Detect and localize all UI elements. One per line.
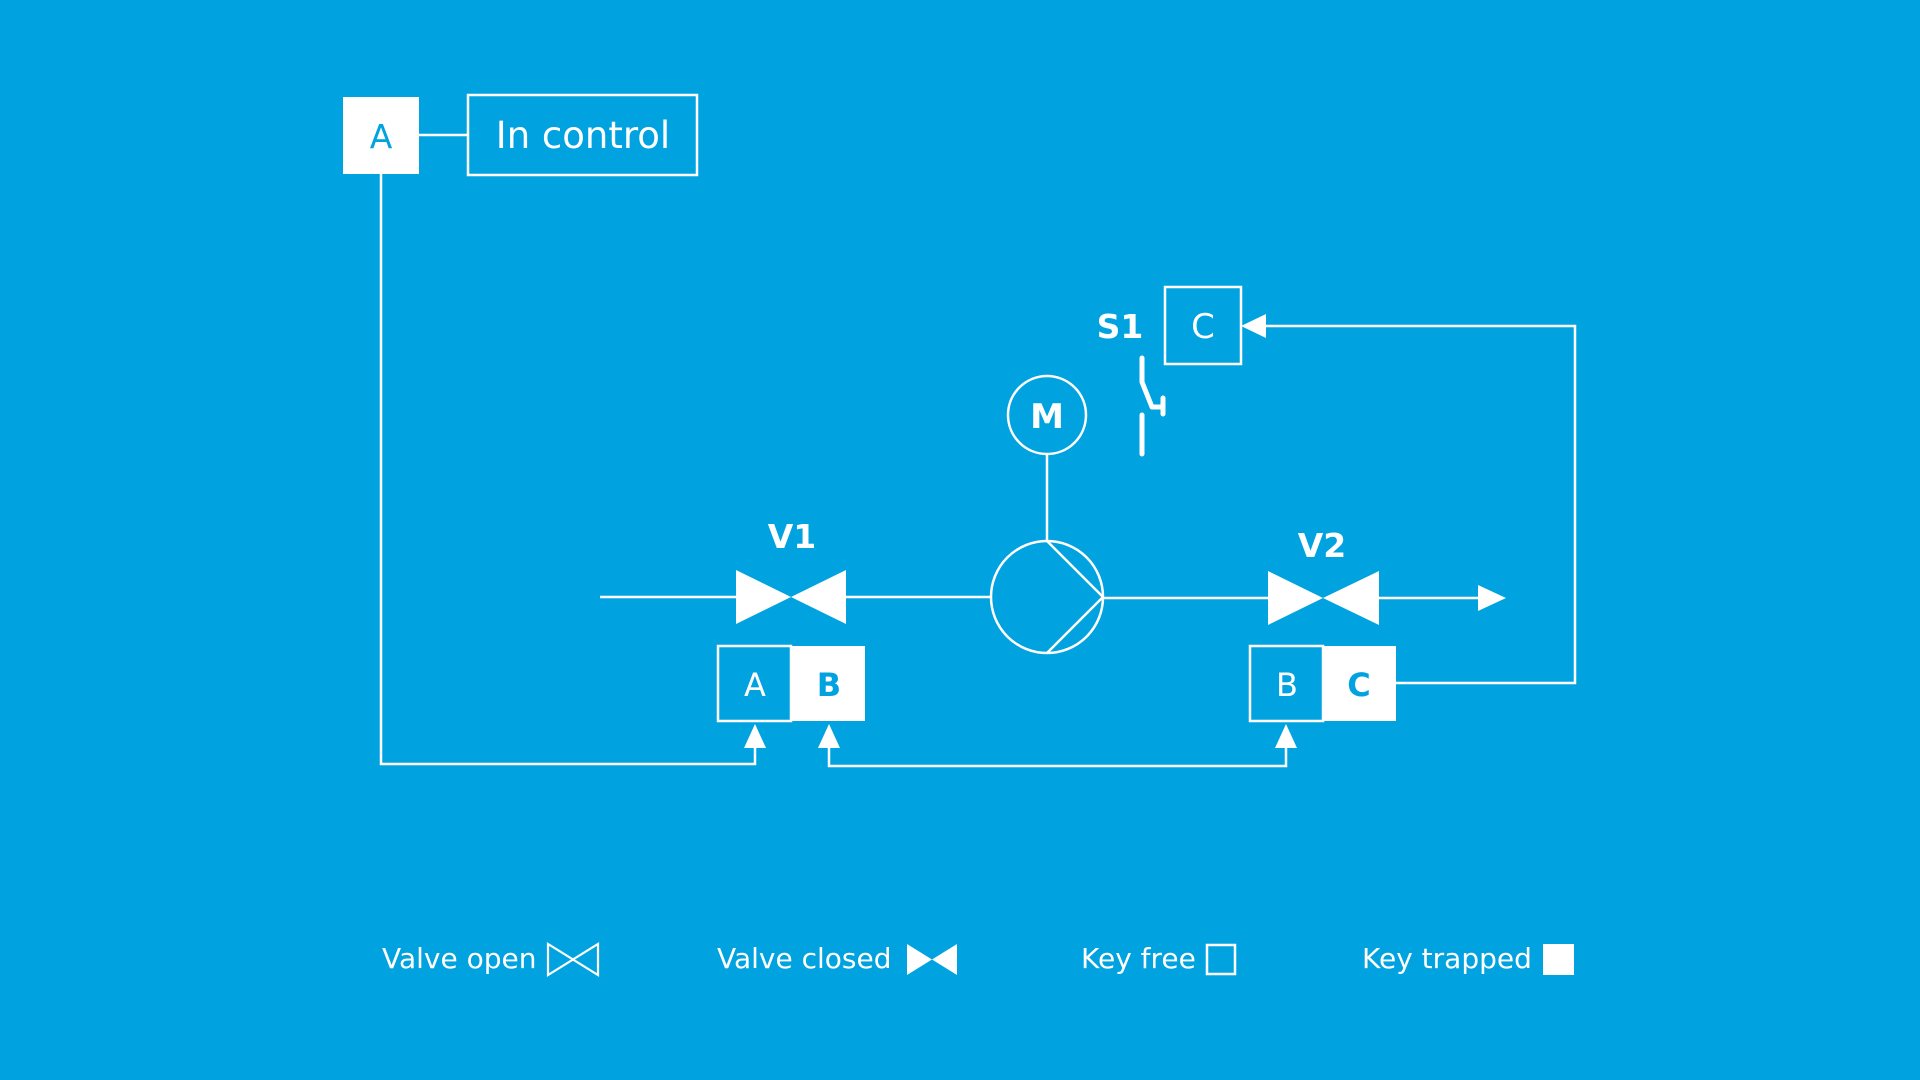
valve-v1-right-icon	[791, 570, 846, 624]
valve-v2-key-c-label: C	[1347, 666, 1370, 704]
legend-valve-open-label: Valve open	[382, 942, 537, 975]
legend-valve-closed: Valve closed	[717, 942, 957, 975]
legend-valve-closed-label: Valve closed	[717, 942, 892, 975]
valve-v2-label: V2	[1298, 526, 1347, 565]
key-c-route-line	[1260, 324, 1577, 685]
valve-v1-label: V1	[768, 517, 817, 556]
in-control-box: In control	[466, 93, 699, 177]
valve-v2-key-c-trapped	[1323, 646, 1396, 721]
switch-s1-key-c-label: C	[1191, 307, 1215, 347]
valve-v1: V1	[736, 517, 846, 624]
key-free-icon	[1205, 943, 1237, 976]
pump	[989, 539, 1105, 655]
valve-v2-left-icon	[1268, 571, 1323, 625]
arrow-to-v1-key-b-icon	[818, 724, 840, 748]
arrow-to-s1-key-c-icon	[1241, 314, 1266, 338]
valve-open-icon	[546, 942, 600, 977]
key-a-route-line	[379, 174, 757, 766]
in-control-label: In control	[496, 114, 670, 157]
outlet-arrow-icon	[1478, 585, 1506, 611]
switch-s1-key-c-free	[1163, 285, 1243, 366]
switch-s1-label: S1	[1097, 307, 1144, 346]
switch-s1: S1	[1097, 307, 1166, 457]
legend-key-free-label: Key free	[1081, 942, 1196, 975]
valve-closed-icon	[907, 944, 957, 975]
valve-v1-key-b-label: B	[817, 666, 841, 704]
valve-v1-key-b-trapped	[791, 646, 865, 721]
legend-key-trapped-label: Key trapped	[1362, 942, 1532, 975]
legend: Valve open Valve closed Key free Key tra…	[382, 942, 1574, 977]
valve-v2: V2	[1268, 526, 1379, 625]
valve-v1-key-a-label: A	[744, 666, 766, 704]
valve-v2-keys: B C	[1248, 644, 1396, 723]
motor: M	[1006, 374, 1088, 456]
valve-v2-right-icon	[1323, 571, 1379, 625]
motor-label: M	[1030, 397, 1064, 437]
valve-v1-left-icon	[736, 570, 791, 624]
legend-key-free: Key free	[1081, 942, 1237, 976]
control-key-a-label: A	[370, 117, 393, 156]
valve-v1-keys: A B	[716, 644, 865, 723]
key-trapped-icon	[1543, 944, 1574, 975]
arrow-to-v2-key-b-icon	[1275, 724, 1297, 748]
key-b-route-line	[827, 734, 1288, 768]
arrow-to-v1-key-a-icon	[744, 724, 766, 748]
valve-v2-key-b-label: B	[1276, 666, 1298, 704]
legend-key-trapped: Key trapped	[1362, 942, 1574, 975]
switch-s1-key-c: C	[1163, 285, 1243, 366]
control-key-a: A	[343, 97, 419, 174]
legend-valve-open: Valve open	[382, 942, 600, 977]
